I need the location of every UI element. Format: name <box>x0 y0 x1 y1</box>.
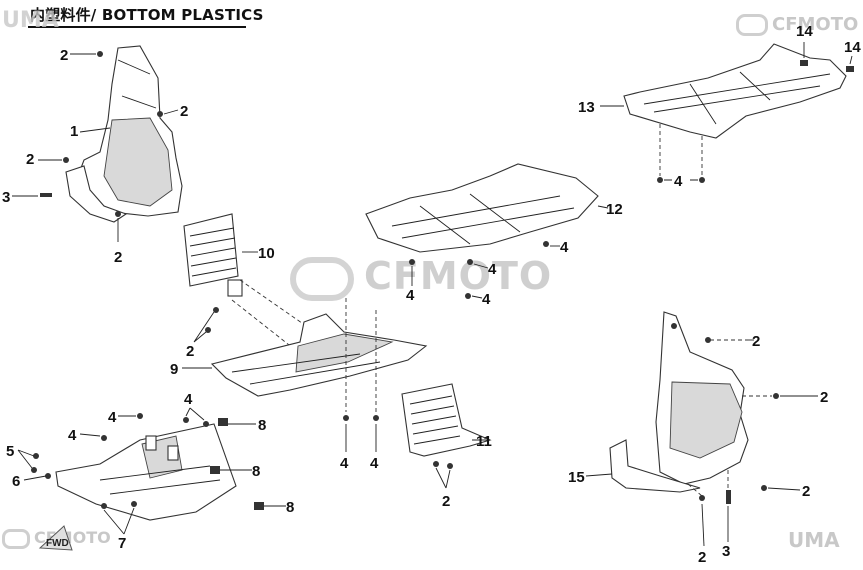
brand-logo-center-icon <box>290 256 354 301</box>
callout-2: 2 <box>180 103 188 120</box>
callout-8: 8 <box>252 463 260 480</box>
callout-7: 7 <box>118 535 126 552</box>
part-13-rear-skid <box>623 43 847 139</box>
callout-4: 4 <box>108 409 117 426</box>
callout-2: 2 <box>442 493 450 510</box>
fasteners-part-1 <box>40 51 163 217</box>
callout-6: 6 <box>12 473 20 490</box>
callout-4: 4 <box>340 455 349 472</box>
part-12-center-skid <box>365 163 599 253</box>
callout-4: 4 <box>68 427 77 444</box>
callout-14: 14 <box>796 23 813 40</box>
callout-4: 4 <box>370 455 379 472</box>
callout-3: 3 <box>722 543 730 560</box>
callout-8: 8 <box>258 417 266 434</box>
callout-2: 2 <box>114 249 122 266</box>
callout-2: 2 <box>698 549 706 566</box>
callout-2: 2 <box>26 151 34 168</box>
part-11-right-grille <box>401 383 492 457</box>
callout-8: 8 <box>286 499 294 516</box>
callout-2: 2 <box>802 483 810 500</box>
part-10-left-grille <box>183 213 243 297</box>
callout-labels: 2 2 1 2 3 2 10 2 9 4 4 4 4 4 5 6 7 8 8 8… <box>2 23 861 566</box>
part-1-left-panel <box>65 45 183 223</box>
callout-4: 4 <box>488 261 497 278</box>
part-9-center-floor <box>210 313 428 397</box>
brand-logo-bl-icon <box>2 528 30 549</box>
callout-4: 4 <box>674 173 683 190</box>
callout-2: 2 <box>820 389 828 406</box>
callout-2: 2 <box>752 333 760 350</box>
callout-15: 15 <box>568 469 585 486</box>
callout-5: 5 <box>6 443 14 460</box>
brand-logo-top-right: CFMOTO <box>736 14 858 36</box>
callout-10: 10 <box>258 245 275 262</box>
dealer-logo-bottom-right: UMA <box>788 528 840 552</box>
page-title: 内塑料件/ BOTTOM PLASTICS <box>30 6 264 24</box>
part-15-right-panel <box>609 311 749 493</box>
callout-2: 2 <box>186 343 194 360</box>
callout-3: 3 <box>2 189 10 206</box>
part-7-lower-bracket <box>55 423 237 521</box>
callout-13: 13 <box>578 99 595 116</box>
callout-14: 14 <box>844 39 861 56</box>
fwd-arrow-icon: FWD <box>38 525 73 551</box>
callout-12: 12 <box>606 201 623 218</box>
callout-4: 4 <box>406 287 415 304</box>
callout-4: 4 <box>482 291 491 308</box>
title-underline <box>28 26 246 28</box>
callout-4: 4 <box>560 239 569 256</box>
fwd-label: FWD <box>46 538 69 549</box>
callout-11: 11 <box>476 433 492 450</box>
callout-9: 9 <box>170 361 178 378</box>
callout-1: 1 <box>70 123 78 140</box>
dealer-logo-top-left: UMA <box>2 8 59 33</box>
brand-logo-center: CFMOTO <box>290 254 552 301</box>
callout-2: 2 <box>60 47 68 64</box>
brand-logo-icon <box>736 14 768 36</box>
callout-4: 4 <box>184 391 193 408</box>
